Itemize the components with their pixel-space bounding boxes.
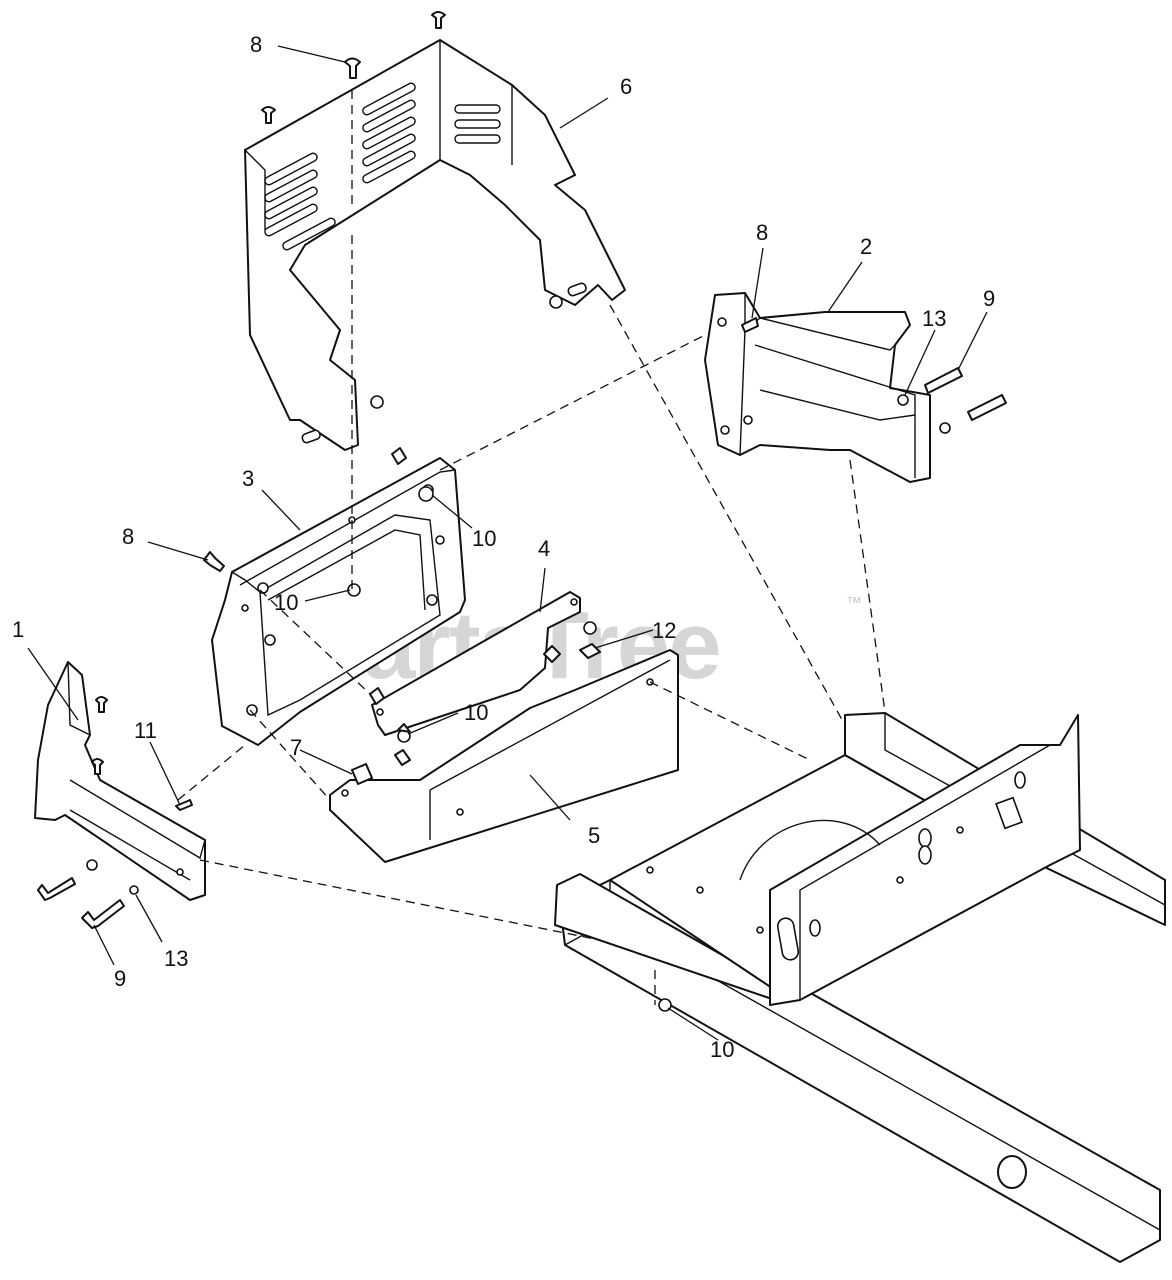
callout-9-left: 9 [114,966,126,991]
callout-4: 4 [538,536,550,561]
callout-9-right: 9 [983,286,995,311]
part-4-plate [371,591,581,736]
assembly-lines [177,90,886,1005]
callout-10-center: 10 [274,590,298,615]
callout-13-right: 13 [922,306,946,331]
callout-10-bottom: 10 [710,1037,734,1062]
callout-1: 1 [12,617,24,642]
callout-2: 2 [860,234,872,259]
part-2-bracket [704,292,931,483]
part-6-shroud [244,39,626,451]
part-8-bolts-top [261,11,446,124]
callout-8-bracket: 8 [756,220,768,245]
watermark-trademark: ™ [846,595,862,612]
leader-lines [27,45,988,1041]
callout-6: 6 [620,74,632,99]
callouts: 8 6 8 2 13 9 3 10 8 10 4 12 10 7 5 1 11 … [12,32,995,1062]
callout-8-left: 8 [122,524,134,549]
callout-13-left: 13 [164,946,188,971]
main-frame [554,712,1166,1263]
callout-10-frame: 10 [472,526,496,551]
part-5-channel [329,649,679,863]
callout-12: 12 [652,618,676,643]
callout-11: 11 [134,718,157,743]
callout-7: 7 [290,735,302,760]
callout-10-plate: 10 [464,700,488,725]
part-3-frame [211,457,466,746]
callout-5: 5 [588,823,600,848]
hardware [37,317,1007,1012]
callout-3: 3 [242,466,254,491]
part-1-bracket [34,661,206,901]
callout-8-top: 8 [250,32,262,57]
